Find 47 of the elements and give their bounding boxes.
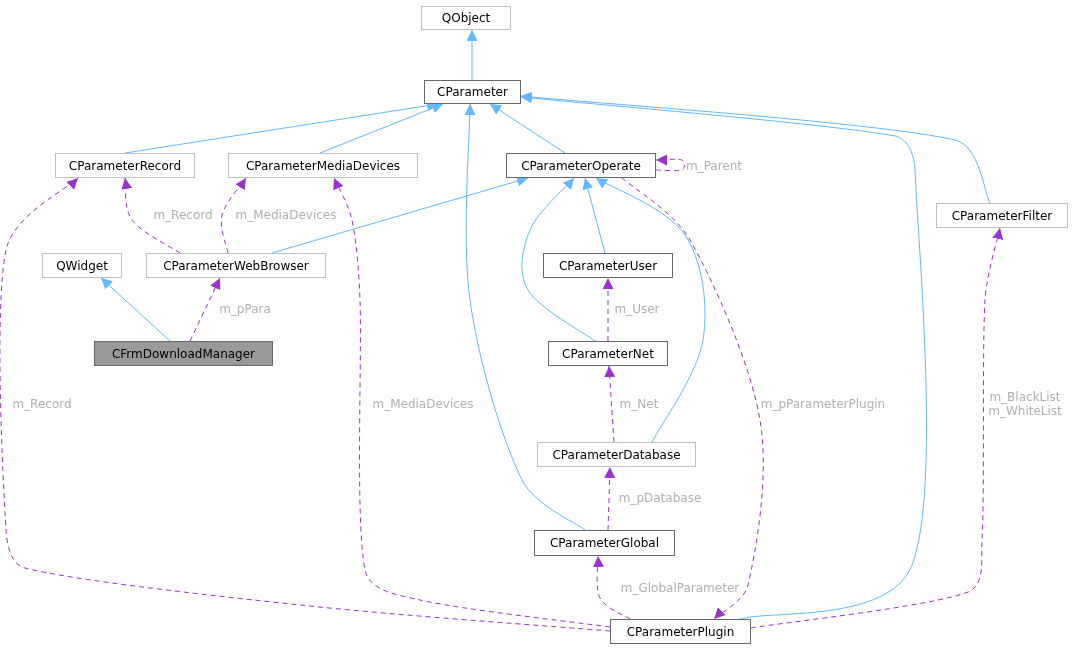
arrow (464, 103, 586, 531)
class-box: CParameterRecord (55, 153, 195, 178)
arrow (319, 102, 444, 154)
class-box: CParameterWebBrowser (146, 253, 326, 278)
dashed-arrow (621, 177, 764, 620)
class-box: QWidget (42, 253, 122, 278)
edge-label: m_BlackList m_WhiteList (987, 390, 1063, 418)
edge-label: m_pDatabase (617, 491, 703, 505)
arrow (100, 277, 171, 342)
dashed-arrow (602, 277, 614, 342)
edge-label: m_GlobalParameter (619, 581, 741, 595)
arrow (582, 177, 606, 254)
dashed-arrow (189, 277, 221, 342)
class-box: CParameterOperate (506, 153, 656, 178)
dashed-arrow (333, 177, 611, 628)
edge-label: m_Record (152, 208, 214, 222)
class-box: CParameter (424, 80, 521, 104)
dashed-arrow (592, 555, 631, 620)
class-box: CParameterGlobal (534, 530, 675, 556)
edge-label: m_Parent (684, 159, 744, 173)
class-box: CParameterFilter (936, 203, 1068, 228)
dashed-arrow (750, 227, 1003, 629)
dashed-arrow (0, 177, 611, 632)
edge-label: m_Record (11, 397, 73, 411)
edge-label: m_MediaDevices (371, 397, 475, 411)
dashed-arrow (604, 365, 616, 443)
edge-label: m_MediaDevices (234, 208, 338, 222)
edge-label: m_pParameterPlugin (759, 397, 887, 411)
dashed-arrow (655, 154, 685, 172)
dashed-arrow (220, 177, 247, 254)
dashed-arrow (604, 466, 616, 531)
edge-label: m_User (613, 302, 661, 316)
arrow (466, 29, 478, 81)
arrow (521, 177, 596, 342)
edge-label: m_Net (618, 397, 660, 411)
arrow (489, 103, 566, 154)
class-box: CParameterNet (548, 341, 668, 366)
class-box: QObject (421, 6, 511, 30)
edge-label: m_pPara (218, 302, 272, 316)
dashed-arrow (120, 177, 181, 254)
class-box: CParameterDatabase (537, 442, 696, 467)
class-box: CParameterUser (543, 253, 673, 278)
arrow (520, 91, 991, 204)
class-box: CParameterPlugin (610, 619, 751, 644)
class-box: CFrmDownloadManager (94, 341, 273, 366)
class-box: CParameterMediaDevices (228, 153, 418, 178)
arrow (595, 177, 706, 443)
